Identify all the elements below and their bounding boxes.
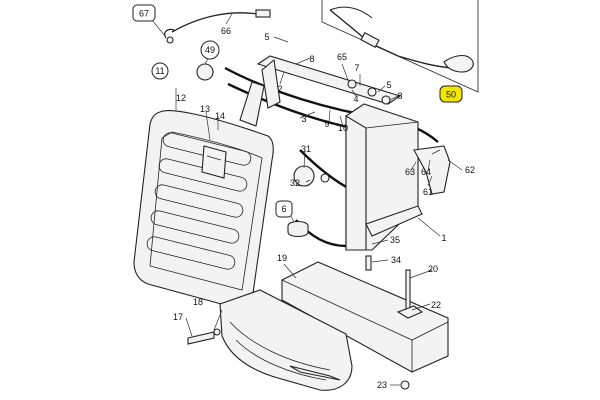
callout-5a: 5 <box>264 32 269 42</box>
svg-text:18: 18 <box>193 297 203 307</box>
callout-61: 61 <box>423 187 433 197</box>
svg-text:4: 4 <box>353 94 358 104</box>
callout-65: 65 <box>337 52 347 62</box>
svg-text:8: 8 <box>397 91 402 101</box>
callout-66: 66 <box>221 26 231 36</box>
callout-18: 18 <box>193 297 203 307</box>
callout-35: 35 <box>390 235 400 245</box>
svg-text:3: 3 <box>301 114 306 124</box>
svg-text:5: 5 <box>264 32 269 42</box>
svg-text:10: 10 <box>338 123 348 133</box>
callout-34: 34 <box>391 255 401 265</box>
callout-62: 62 <box>465 165 475 175</box>
upper-cable <box>164 9 271 44</box>
svg-text:5: 5 <box>386 80 391 90</box>
callout-31: 31 <box>301 144 311 154</box>
callout-1: 1 <box>441 233 446 243</box>
svg-text:17: 17 <box>173 312 183 322</box>
callout-4: 4 <box>353 94 358 104</box>
callout-20: 20 <box>428 264 438 274</box>
svg-text:7: 7 <box>354 63 359 73</box>
svg-text:23: 23 <box>377 380 387 390</box>
callout-11: 11 <box>151 62 169 80</box>
svg-text:31: 31 <box>301 144 311 154</box>
callout-49: 49 <box>200 40 220 60</box>
callout-14: 14 <box>215 111 225 121</box>
svg-text:34: 34 <box>391 255 401 265</box>
callout-8a: 8 <box>309 54 314 64</box>
callout-13: 13 <box>200 104 210 114</box>
callout-22: 22 <box>431 300 441 310</box>
svg-text:62: 62 <box>465 165 475 175</box>
svg-text:11: 11 <box>155 66 164 76</box>
svg-text:32: 32 <box>290 178 300 188</box>
svg-text:13: 13 <box>200 104 210 114</box>
svg-text:9: 9 <box>324 119 329 129</box>
front-grille <box>133 110 274 310</box>
svg-text:22: 22 <box>431 300 441 310</box>
cable-inset <box>321 0 479 93</box>
leader-lines <box>151 13 463 386</box>
bottom-valance <box>219 289 353 391</box>
svg-text:2: 2 <box>277 84 282 94</box>
svg-text:35: 35 <box>390 235 400 245</box>
svg-text:65: 65 <box>337 52 347 62</box>
lower-tray <box>281 261 449 373</box>
svg-text:14: 14 <box>215 111 225 121</box>
svg-text:6: 6 <box>281 204 286 214</box>
callout-12: 12 <box>176 93 186 103</box>
callout-17: 17 <box>173 312 183 322</box>
callouts: 67 66 5 8 49 65 7 5 8 2 4 <box>132 4 475 390</box>
callout-63: 63 <box>405 167 415 177</box>
svg-text:8: 8 <box>309 54 314 64</box>
callout-50: 50 <box>439 85 463 103</box>
svg-text:61: 61 <box>423 187 433 197</box>
svg-text:50: 50 <box>446 90 456 100</box>
svg-text:63: 63 <box>405 167 415 177</box>
callout-10: 10 <box>338 123 348 133</box>
callout-19: 19 <box>277 253 287 263</box>
callout-9: 9 <box>324 119 329 129</box>
callout-3: 3 <box>301 114 306 124</box>
svg-text:1: 1 <box>441 233 446 243</box>
svg-text:64: 64 <box>421 167 431 177</box>
callout-32: 32 <box>290 178 300 188</box>
svg-text:67: 67 <box>139 9 149 19</box>
callout-8b: 8 <box>397 91 402 101</box>
hinge-frame <box>239 55 423 251</box>
callout-2: 2 <box>277 84 282 94</box>
svg-text:12: 12 <box>176 93 186 103</box>
callout-7: 7 <box>354 63 359 73</box>
svg-text:20: 20 <box>428 264 438 274</box>
callout-5b: 5 <box>386 80 391 90</box>
callout-6: 6 <box>275 200 293 218</box>
callout-64: 64 <box>421 167 431 177</box>
svg-text:66: 66 <box>221 26 231 36</box>
callout-67: 67 <box>132 4 156 22</box>
callout-23: 23 <box>377 380 387 390</box>
svg-text:19: 19 <box>277 253 287 263</box>
svg-text:49: 49 <box>205 45 215 55</box>
